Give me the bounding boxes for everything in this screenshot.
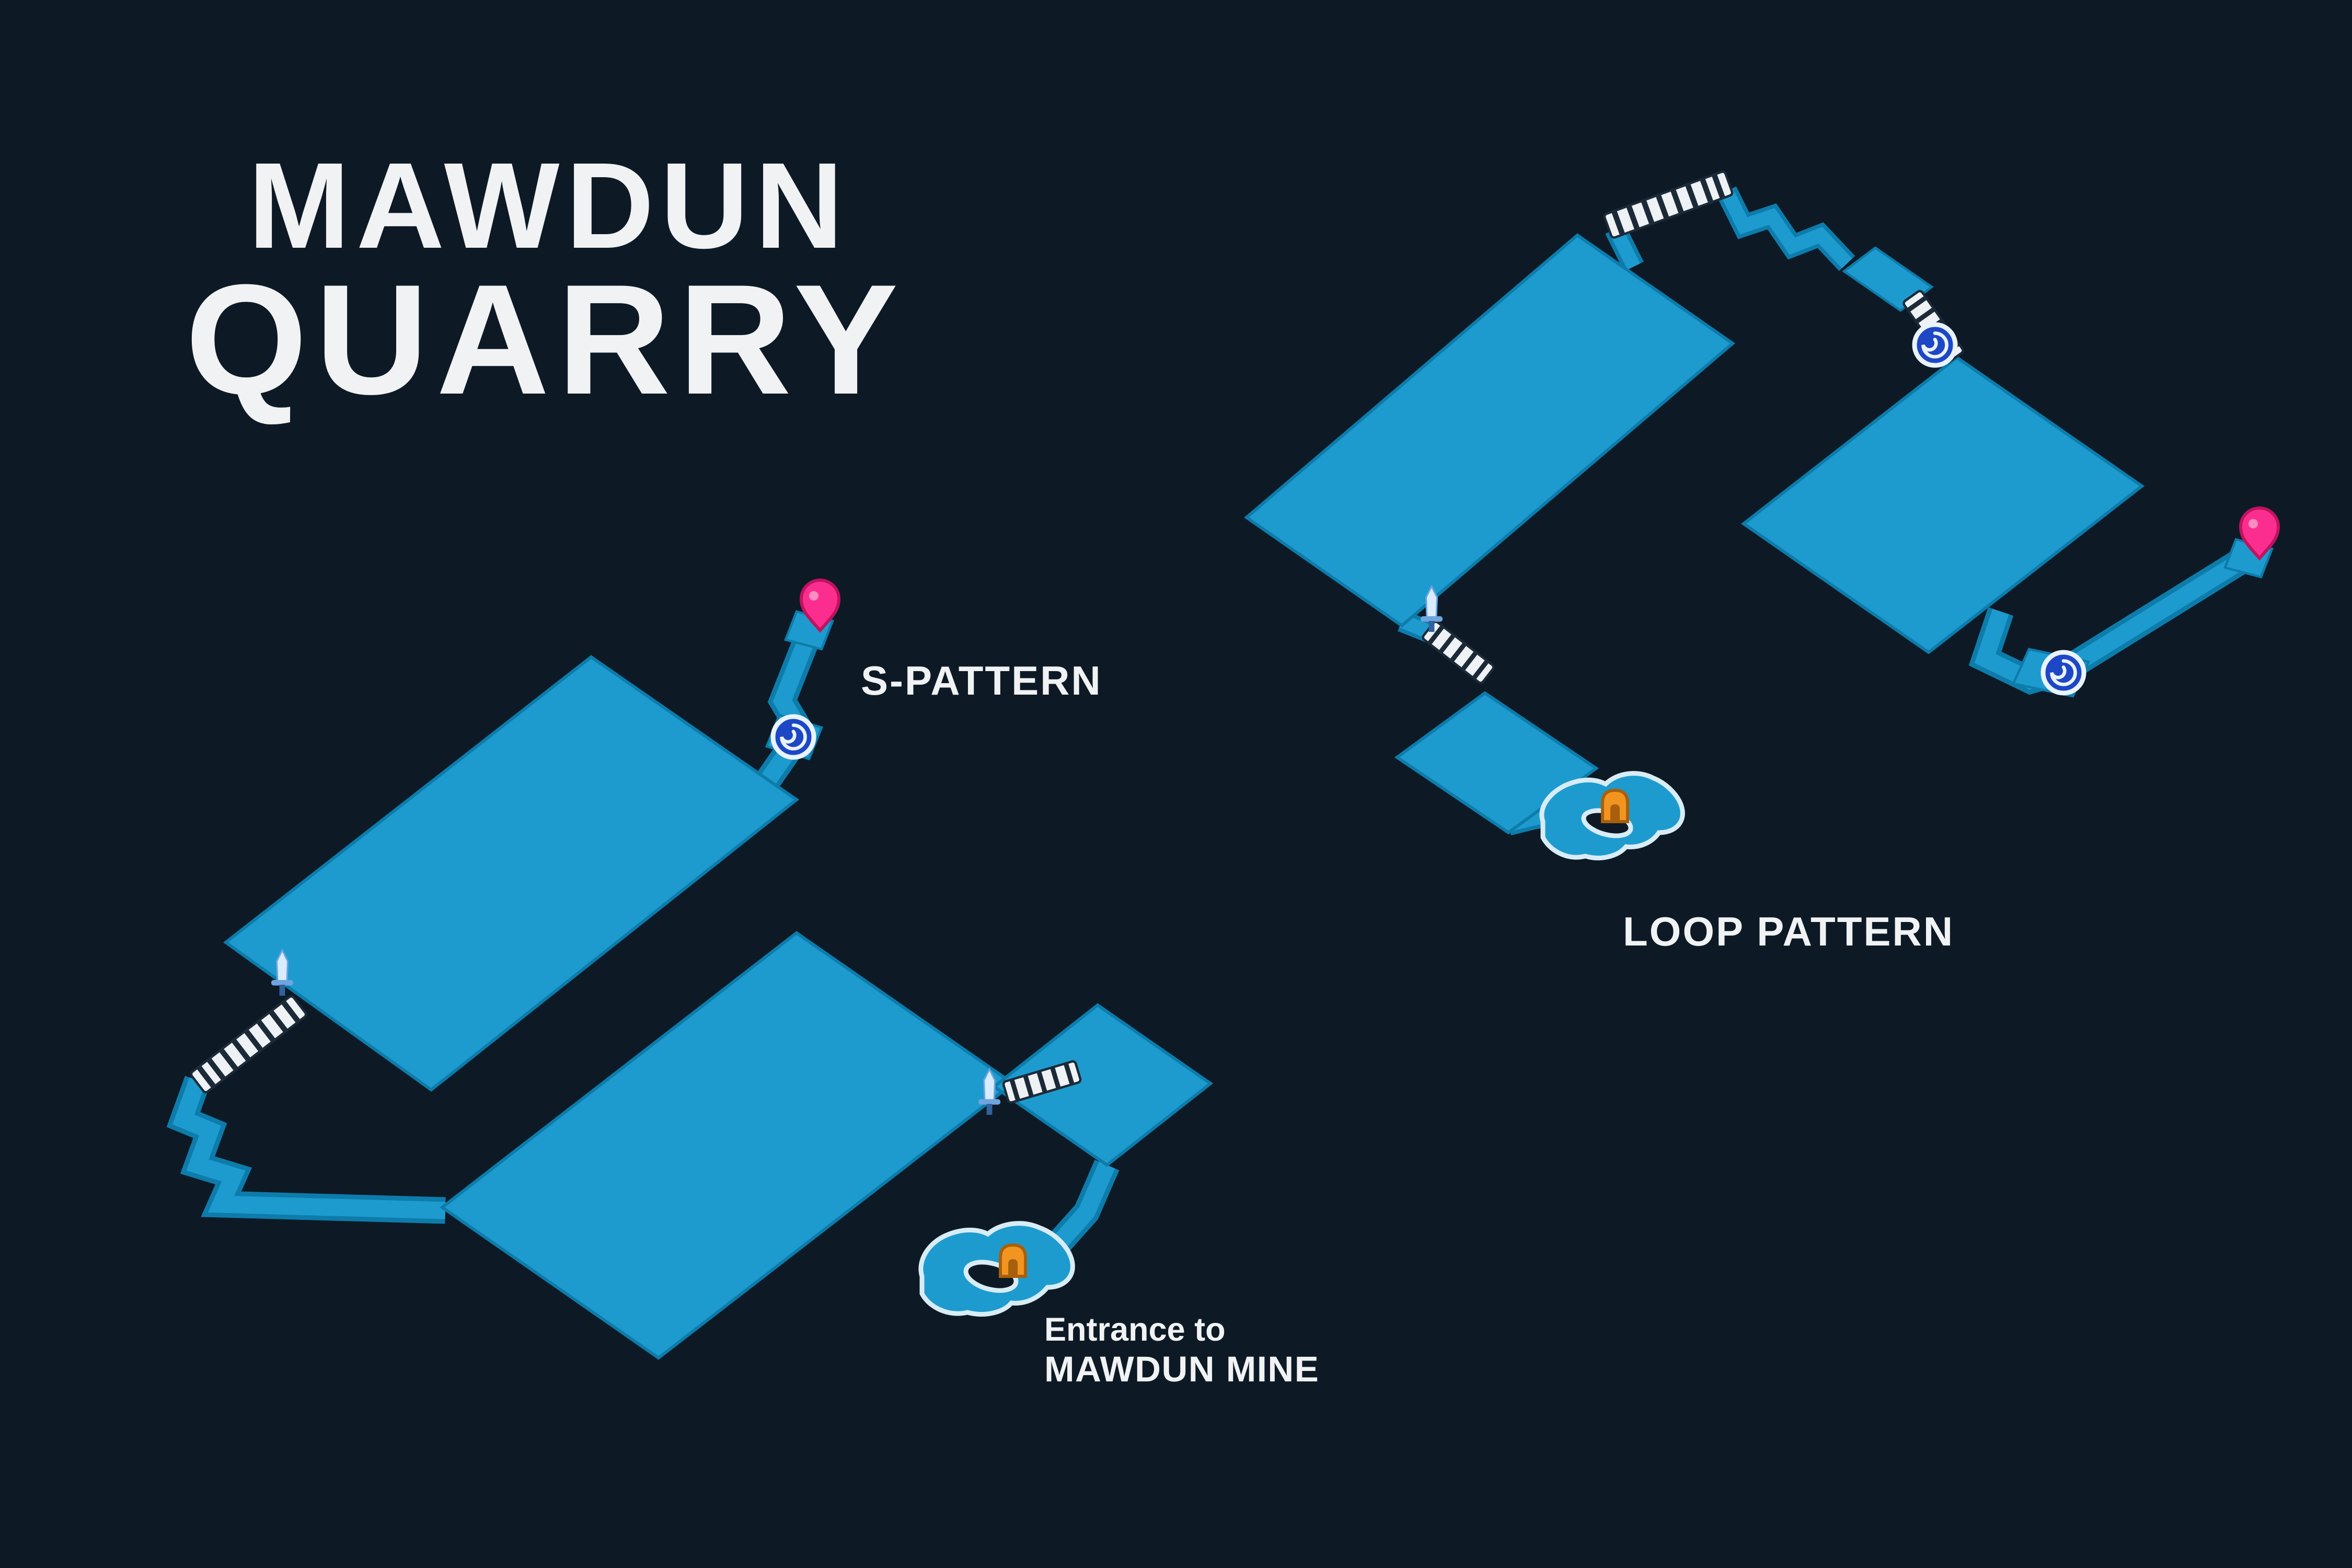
loop-pattern-label: LOOP PATTERN bbox=[1623, 908, 1954, 954]
room-upper-east-large bbox=[1740, 355, 2145, 654]
entrance-loop-area bbox=[918, 1221, 1075, 1317]
room-medium-east bbox=[991, 1003, 1214, 1167]
entrance-label-line2: MAWDUN MINE bbox=[1044, 1349, 1319, 1389]
mine-entrance-icon bbox=[1000, 1245, 1025, 1276]
landmark-swirl-icon bbox=[1915, 325, 1955, 365]
loop-area bbox=[1539, 771, 1685, 860]
ladder-icon bbox=[1604, 171, 1733, 238]
corridor-to-entrance-path bbox=[1053, 1161, 1115, 1248]
mine-entrance-icon bbox=[1602, 790, 1628, 822]
s-pattern-map: S-PATTERN Entrance to MAWDUN MINE bbox=[166, 580, 1319, 1389]
room-lower-large bbox=[439, 931, 1016, 1360]
steps-platform bbox=[1842, 246, 1934, 312]
landmark-swirl-icon bbox=[773, 717, 814, 757]
loop-pattern-map: LOOP PATTERN bbox=[1244, 171, 2278, 954]
ladder-icon bbox=[190, 995, 307, 1093]
page-title-line2: QUARRY bbox=[186, 251, 906, 427]
entrance-label-line1: Entrance to bbox=[1044, 1311, 1226, 1348]
s-pattern-label: S-PATTERN bbox=[861, 658, 1102, 704]
room-upper-west-large bbox=[1244, 233, 1735, 628]
corridor-zigzag-path bbox=[172, 1077, 446, 1219]
title-block: MAWDUN QUARRY bbox=[186, 137, 906, 427]
page-title-line1: MAWDUN bbox=[248, 137, 850, 274]
landmark-swirl-icon bbox=[2043, 652, 2084, 693]
room-upper-large bbox=[223, 655, 800, 1092]
corridor-top-steps-path bbox=[1720, 188, 1852, 269]
